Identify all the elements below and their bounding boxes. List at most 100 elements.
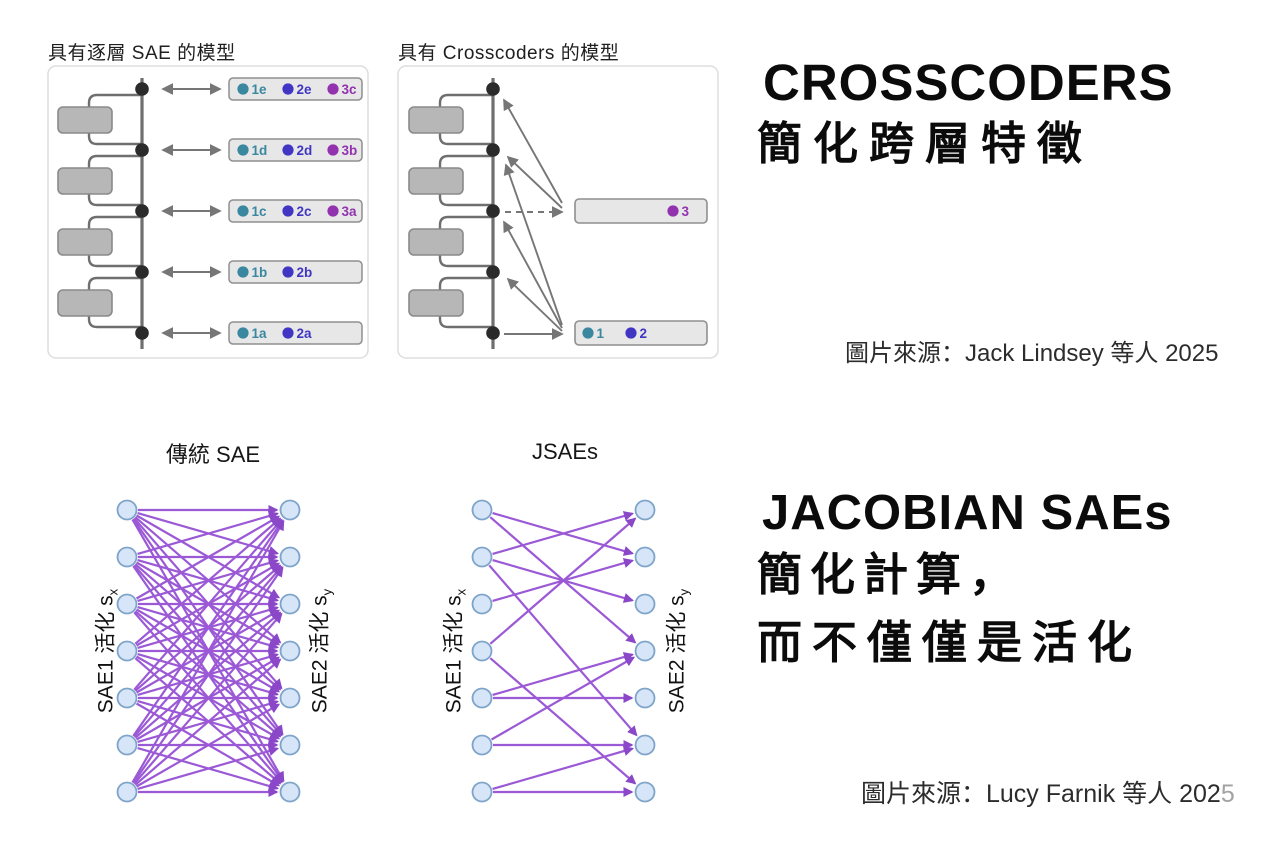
jsae-right-axis-label: SAE2 活化 sy	[665, 588, 692, 714]
sae-latent-node	[634, 687, 656, 709]
stream-tap-dot	[486, 204, 500, 218]
feature-dot	[582, 327, 594, 339]
feature-dot	[237, 327, 249, 339]
stream-tap-dot	[135, 82, 149, 96]
feature-dot	[327, 83, 339, 95]
feature-label: 3c	[342, 82, 358, 97]
sae-latent-node	[634, 781, 656, 803]
cross-layer-arrow	[503, 163, 563, 326]
feature-dot	[237, 83, 249, 95]
jacobian-heading: JACOBIAN SAEs	[762, 486, 1173, 540]
crosscoders-heading: CROSSCODERS	[763, 54, 1174, 111]
sae-connection-edge	[132, 519, 284, 737]
feature-dot	[282, 205, 294, 217]
sae-connection-edge	[134, 517, 282, 645]
jacobian-credit-main: 圖片來源：Lucy Farnik 等人 202	[861, 780, 1221, 808]
traditional-right-axis-label: SAE2 活化 sy	[308, 588, 335, 714]
feature-dot	[327, 205, 339, 217]
sae-latent-node	[279, 593, 301, 615]
sae-latent-node	[471, 593, 493, 615]
feature-label: 1b	[252, 265, 268, 280]
sae-latent-node	[471, 687, 493, 709]
layer-block	[408, 167, 464, 195]
sae-latent-node	[116, 546, 138, 568]
layer-block	[57, 228, 113, 256]
jsae-left-axis-label: SAE1 活化 sx	[442, 588, 469, 714]
stream-tap-dot	[486, 265, 500, 279]
feature-dot	[327, 144, 339, 156]
stream-tap-dot	[135, 265, 149, 279]
layer-block	[57, 289, 113, 317]
stream-tap-dot	[486, 143, 500, 157]
stream-tap-dot	[135, 204, 149, 218]
feature-dot	[237, 144, 249, 156]
sae-feature-box	[228, 138, 363, 162]
jacobian-subheading-line2: 而不僅僅是活化	[757, 617, 1143, 668]
sae-latent-node	[279, 640, 301, 662]
feature-label: 2	[640, 326, 648, 341]
feature-dot	[282, 327, 294, 339]
sae-latent-node	[471, 640, 493, 662]
layerwise-panel-title: 具有逐層 SAE 的模型	[48, 43, 236, 64]
sae-connection-edge	[137, 746, 279, 791]
sae-connection-edge	[133, 612, 283, 785]
feature-dot	[237, 205, 249, 217]
feature-label: 1a	[252, 326, 268, 341]
feature-label: 2a	[297, 326, 313, 341]
sae-latent-node	[116, 734, 138, 756]
sae-connection-edge	[132, 566, 284, 784]
sae-latent-node	[634, 499, 656, 521]
crosscoder-feature-box	[574, 198, 708, 224]
sae-latent-node	[634, 593, 656, 615]
cross-layer-arrow	[503, 220, 563, 329]
layer-block	[408, 289, 464, 317]
sae-connection-edge	[492, 746, 634, 791]
sae-feature-box	[228, 321, 363, 345]
feature-label: 3	[682, 204, 690, 219]
feature-label: 1e	[252, 82, 268, 97]
feature-label: 1	[597, 326, 605, 341]
layer-block	[408, 106, 464, 134]
sae-latent-node	[279, 499, 301, 521]
sae-connection-edge	[490, 656, 636, 741]
crosscoders-credit: 圖片來源：Jack Lindsey 等人 2025	[845, 340, 1219, 367]
jacobian-credit: 圖片來源：Lucy Farnik 等人 2025	[861, 774, 1235, 810]
sae-latent-node	[634, 640, 656, 662]
feature-dot	[237, 266, 249, 278]
feature-dot	[282, 266, 294, 278]
sae-connection-edge	[489, 657, 637, 785]
stream-tap-dot	[486, 326, 500, 340]
sae-connection-edge	[489, 517, 637, 645]
sae-latent-node	[116, 593, 138, 615]
crosscoder-feature-box	[574, 320, 708, 346]
sae-latent-node	[116, 499, 138, 521]
sae-latent-node	[634, 546, 656, 568]
jacobian-subheading-line1: 簡化計算，	[757, 549, 1023, 600]
sae-feature-box	[228, 77, 363, 101]
sae-latent-node	[471, 734, 493, 756]
sae-feature-box	[228, 260, 363, 284]
feature-label: 3b	[342, 143, 358, 158]
feature-label: 2e	[297, 82, 313, 97]
sae-latent-node	[471, 499, 493, 521]
traditional-left-axis-label: SAE1 活化 sx	[94, 588, 121, 714]
sae-connection-edge	[492, 652, 634, 697]
stream-tap-dot	[135, 143, 149, 157]
crosscoders-subheading: 簡化跨層特徵	[757, 118, 1094, 169]
traditional-sae-graph	[116, 499, 301, 803]
sae-feature-box	[228, 199, 363, 223]
sae-connection-edge	[134, 658, 282, 786]
layer-block	[57, 106, 113, 134]
sae-connection-edge	[492, 511, 634, 556]
sae-latent-node	[471, 781, 493, 803]
jsaes-title: JSAEs	[531, 439, 599, 464]
sae-latent-node	[116, 781, 138, 803]
crosscoders-panel-title: 具有 Crosscoders 的模型	[398, 43, 620, 64]
feature-label: 2b	[297, 265, 313, 280]
feature-dot	[625, 327, 637, 339]
traditional-sae-title: 傳統 SAE	[165, 442, 261, 467]
sae-connection-edge	[488, 564, 638, 737]
